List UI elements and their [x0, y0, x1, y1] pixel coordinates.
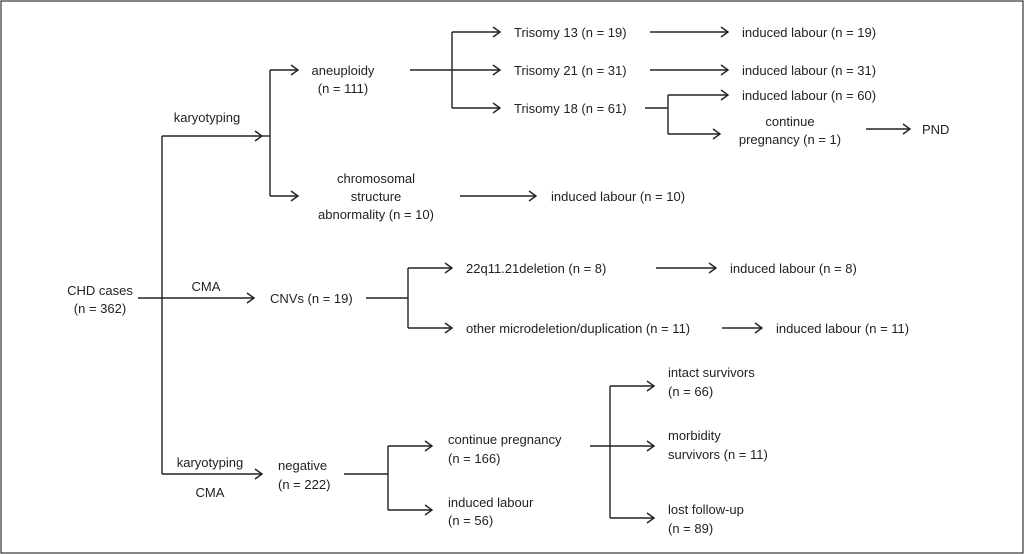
node-pnd: PND	[922, 122, 949, 137]
node-t18-continue-pregnancy: continue pregnancy (n = 1)	[739, 114, 841, 147]
node-label: pregnancy (n = 1)	[739, 132, 841, 147]
edge-label-cma: CMA	[192, 279, 221, 294]
node-chromosomal-induced-labour: induced labour (n = 10)	[551, 189, 685, 204]
node-label: aneuploidy	[312, 63, 375, 78]
node-other-micro-induced-labour: induced labour (n = 11)	[776, 321, 909, 336]
node-cnvs: CNVs (n = 19)	[270, 291, 353, 306]
node-label: continue pregnancy	[448, 432, 562, 447]
arrow-heads	[246, 26, 912, 524]
edge-label-karyotyping-negative: karyotyping	[177, 455, 243, 470]
node-label: (n = 166)	[448, 451, 500, 466]
node-other-microdeletion: other microdeletion/duplication (n = 11)	[466, 321, 690, 336]
node-label: negative	[278, 458, 327, 473]
node-morbidity-survivors: morbidity survivors (n = 11)	[668, 428, 768, 462]
node-label: intact survivors	[668, 365, 755, 380]
node-induced-labour-56: induced labour (n = 56)	[448, 495, 534, 528]
node-lost-follow-up: lost follow-up (n = 89)	[668, 502, 744, 536]
node-continue-pregnancy: continue pregnancy (n = 166)	[448, 432, 562, 466]
node-label: chromosomal	[337, 171, 415, 186]
node-22q-deletion: 22q11.21deletion (n = 8)	[466, 261, 606, 276]
node-chd-cases: CHD cases (n = 362)	[67, 283, 133, 316]
edge-label-cma-negative: CMA	[196, 485, 225, 500]
node-trisomy-13: Trisomy 13 (n = 19)	[514, 25, 627, 40]
node-label: abnormality (n = 10)	[318, 207, 434, 222]
node-label: (n = 89)	[668, 521, 713, 536]
node-aneuploidy: aneuploidy (n = 111)	[312, 63, 375, 96]
node-t18-induced-labour: induced labour (n = 60)	[742, 88, 876, 103]
node-label: (n = 56)	[448, 513, 493, 528]
node-label: induced labour	[448, 495, 534, 510]
node-label: (n = 222)	[278, 477, 330, 492]
node-trisomy-21: Trisomy 21 (n = 31)	[514, 63, 627, 78]
node-22q-induced-labour: induced labour (n = 8)	[730, 261, 857, 276]
node-intact-survivors: intact survivors (n = 66)	[668, 365, 755, 399]
node-label: (n = 111)	[318, 81, 368, 96]
node-label: structure	[351, 189, 402, 204]
node-label: (n = 66)	[668, 384, 713, 399]
node-t13-induced-labour: induced labour (n = 19)	[742, 25, 876, 40]
node-chromosomal-structure: chromosomal structure abnormality (n = 1…	[318, 171, 434, 222]
node-label: (n = 362)	[74, 301, 126, 316]
node-label: lost follow-up	[668, 502, 744, 517]
node-negative: negative (n = 222)	[278, 458, 330, 492]
edge-label-karyotyping: karyotyping	[174, 110, 240, 125]
node-trisomy-18: Trisomy 18 (n = 61)	[514, 101, 627, 116]
node-t21-induced-labour: induced labour (n = 31)	[742, 63, 876, 78]
connectors	[138, 31, 910, 519]
node-label: continue	[765, 114, 814, 129]
node-label: morbidity	[668, 428, 721, 443]
node-label: CHD cases	[67, 283, 133, 298]
node-label: survivors (n = 11)	[668, 447, 768, 462]
